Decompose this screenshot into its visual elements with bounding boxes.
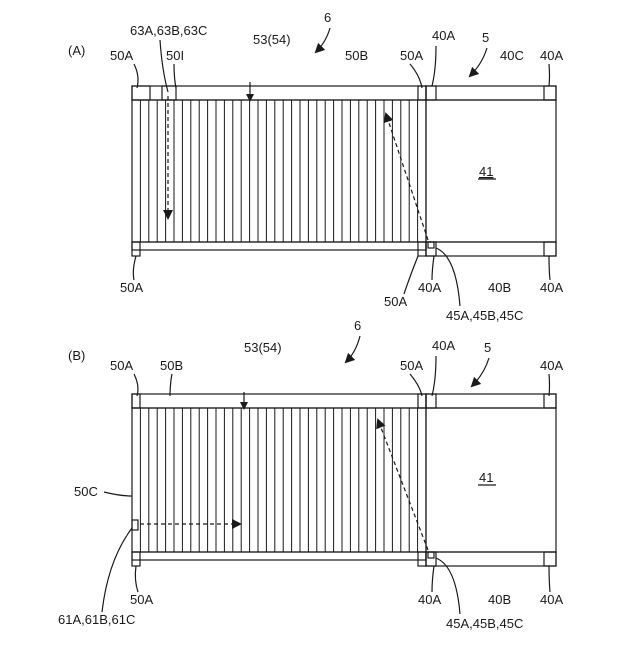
panel-label-a: (A) [68,43,85,58]
sensor-45-b [428,552,434,558]
ref-40a-bottom-mid-label: 40A [418,280,441,295]
ref-50a-top-left-label: 50A [110,48,133,63]
ref-50c-label: 50C [74,484,98,499]
ref-6-label-b: 6 [354,318,361,333]
ref-40a-top-right-label-b: 40A [540,358,563,373]
leader-40a-bm [432,256,434,280]
leader-50i [174,64,176,88]
leader-40a-br-b [549,566,550,592]
ref-45-label-b: 45A,45B,45C [446,616,523,631]
ref-61-label: 61A,61B,61C [58,612,135,627]
leader-50a-tm [410,64,422,88]
leader-40a-bm-b [432,566,434,592]
ref-50a-top-mid-label-b: 50A [400,358,423,373]
panel-b: (B) 6 5 53(54) 50A 50B 50A 40A 40A 50C [58,318,563,631]
ref-50a-bottom-left-label: 50A [120,280,143,295]
ref-40b-label: 40B [488,280,511,295]
leader-50b-b [170,374,172,396]
ref-6-arrow-b [346,336,360,362]
leader-50c [104,492,132,496]
leader-50a-tm-b [410,374,422,396]
ref-50a-bottom-left-label-b: 50A [130,592,153,607]
ref-5-label: 5 [482,30,489,45]
leader-40a-tr-b [549,374,550,396]
ref-40a-bottom-right-label: 40A [540,280,563,295]
corner-40a-tm [426,86,436,100]
ref-6-arrow [316,28,330,52]
ref-5-label-b: 5 [484,340,491,355]
ref-50i-label: 50I [166,48,184,63]
leader-40a-tm [432,46,436,86]
rail-bottom-6b [132,552,426,560]
ref-40c-label: 40C [500,48,524,63]
corner-50a-bl-b [132,552,140,566]
corner-50a-tm [418,86,426,100]
ref-6-label: 6 [324,10,331,25]
leader-40a-br [549,256,550,280]
ref-40a-bottom-right-label-b: 40A [540,592,563,607]
ref-50a-bottom-mid-label: 50A [384,294,407,309]
rail-40c [426,86,556,100]
ref-50a-top-mid-label: 50A [400,48,423,63]
leader-50a-bl-b [135,566,138,592]
corner-40a-br [544,242,556,256]
ref-45-label: 45A,45B,45C [446,308,523,323]
corner-50a-tl-b [132,394,140,408]
leader-50a-bm [404,256,418,294]
ref-53-54-label: 53(54) [253,32,291,47]
roller-area-a [132,100,426,242]
corner-50a-bm-b [418,552,426,566]
leader-45 [436,248,460,306]
ref-40a-bottom-mid-label-b: 40A [418,592,441,607]
rail-bottom-6a [132,242,426,250]
leader-50a-bl [133,256,136,280]
corner-50a-bl [132,242,140,256]
rail-40b [426,242,556,256]
ref-50b-label-b: 50B [160,358,183,373]
sensor-61 [132,520,138,530]
leader-61 [102,528,132,612]
ref-41-label: 41 [479,164,493,179]
corner-40a-tm-b [426,394,436,408]
panel-label-b: (B) [68,348,85,363]
corner-40a-br-b [544,552,556,566]
ref-50b-label: 50B [345,48,368,63]
rail-40b-b [426,552,556,566]
ref-40a-top-mid-label-b: 40A [432,338,455,353]
rail-50b-b [132,394,426,408]
ref-40a-top-mid-label: 40A [432,28,455,43]
leader-40a-tr [549,64,550,86]
panel-a: (A) 6 5 63A,63B,63C 53(54) 50A 50I 50B 5… [68,10,563,323]
corner-50a-tm-b [418,394,426,408]
ref-50a-top-left-label-b: 50A [110,358,133,373]
ref-63-label: 63A,63B,63C [130,23,207,38]
corner-50a-tl [132,86,150,100]
ref-5-arrow [470,48,487,76]
corner-40a-tr [544,86,556,100]
corner-40a-tr-b [544,394,556,408]
ref-5-arrow-b [472,358,489,386]
ref-41-label-b: 41 [479,470,493,485]
leader-50a-tl-b [134,374,138,396]
corner-50a-bm [418,242,426,256]
path-arrow-45-b [378,420,428,550]
ref-40a-top-right-label: 40A [540,48,563,63]
sensor-45 [428,242,434,248]
rollers-b [140,408,417,552]
ref-53-54-label-b: 53(54) [244,340,282,355]
sensor-63 [162,86,176,100]
rollers-a [140,100,417,242]
rail-40c-b [426,394,556,408]
ref-40b-label-b: 40B [488,592,511,607]
leader-40a-tm-b [432,356,436,396]
leader-50a-tl [134,64,138,88]
